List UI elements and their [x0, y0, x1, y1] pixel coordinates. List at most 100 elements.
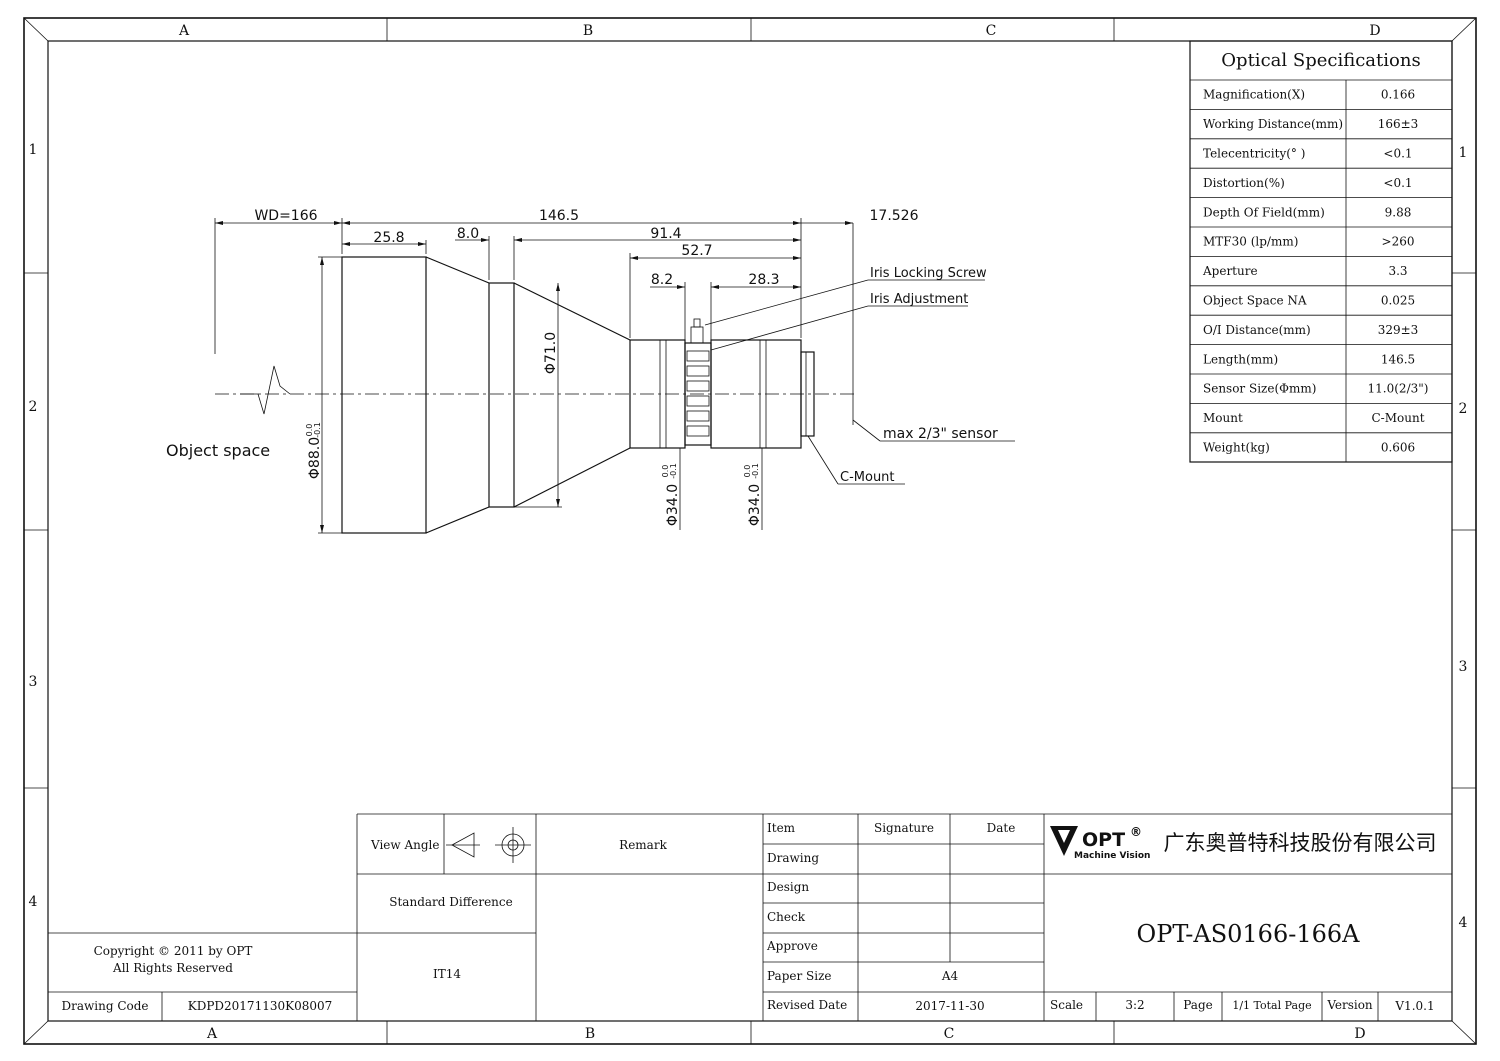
col-label-c-bottom: C — [944, 1026, 955, 1042]
lens-drawing: WD=166 146.5 17.526 25.8 8.0 91.4 52.7 8… — [166, 208, 1015, 534]
row-label-4-left: 4 — [29, 894, 38, 910]
row-label-3-left: 3 — [29, 674, 38, 690]
drawing-code-label: Drawing Code — [61, 999, 148, 1013]
logo-registered: ® — [1130, 825, 1142, 839]
spec-value: 11.0(2/3") — [1368, 382, 1429, 396]
sheet-frame — [23, 17, 1477, 1045]
row-label-3-right: 3 — [1459, 659, 1468, 675]
iris-screw — [690, 326, 704, 344]
tol-upper-88: 0.0 — [305, 424, 314, 437]
col-label-a-top: A — [178, 23, 190, 39]
dim-8-0: 8.0 — [457, 226, 479, 242]
version-value: V1.0.1 — [1394, 999, 1434, 1013]
callout-iris-locking-screw: Iris Locking Screw — [870, 266, 987, 281]
dim-8-2: 8.2 — [651, 272, 673, 288]
break-symbol — [240, 365, 291, 415]
dim-28-3: 28.3 — [748, 272, 779, 288]
dim-52-7: 52.7 — [681, 243, 712, 259]
revised-date: 2017-11-30 — [915, 999, 984, 1013]
revised-date-label: Revised Date — [767, 998, 847, 1012]
spec-value: 0.606 — [1381, 441, 1415, 455]
row-label-2-left: 2 — [29, 399, 38, 415]
row-label-4-right: 4 — [1459, 915, 1468, 931]
row-label-1-left: 1 — [29, 142, 38, 158]
spec-value: 329±3 — [1378, 323, 1419, 337]
col-label-d-top: D — [1369, 23, 1380, 39]
it-grade: IT14 — [433, 967, 461, 981]
company-name: 广东奥普特科技股份有限公司 — [1164, 831, 1437, 855]
paper-size: A4 — [941, 969, 959, 983]
scale-value: 3:2 — [1125, 998, 1144, 1012]
spec-label: Length(mm) — [1203, 352, 1278, 366]
drawing-code: KDPD20171130K08007 — [188, 999, 333, 1013]
spec-label: Mount — [1203, 411, 1243, 425]
col-label-b-top: B — [583, 23, 593, 39]
row-label-1-right: 1 — [1459, 145, 1468, 161]
spec-value: 0.025 — [1381, 294, 1415, 308]
signature-label: Signature — [874, 821, 934, 835]
dim-dia34-b: Φ34.0 — [747, 484, 763, 526]
dim-dia88: Φ88.0 — [307, 437, 323, 479]
item-label: Item — [767, 821, 796, 835]
spec-label: Depth Of Field(mm) — [1203, 205, 1325, 219]
spec-value: 146.5 — [1381, 352, 1415, 366]
col-label-d-bottom: D — [1354, 1026, 1365, 1042]
approve-label: Approve — [766, 939, 818, 953]
specs-title: Optical Specifications — [1221, 50, 1420, 71]
zone-labels: A B C D A B C D 1 2 3 4 1 2 3 4 — [29, 23, 1468, 1042]
dim-length: 146.5 — [539, 208, 579, 224]
tol-upper-34a: 0.0 — [661, 465, 670, 478]
spec-label: Telecentricity(° ) — [1203, 147, 1305, 161]
spec-label: Object Space NA — [1203, 294, 1307, 308]
dim-25-8: 25.8 — [373, 230, 404, 246]
leader-lines — [704, 279, 1015, 485]
spec-value: 166±3 — [1378, 117, 1419, 131]
spec-value: C-Mount — [1371, 411, 1424, 425]
row-label-2-right: 2 — [1459, 401, 1468, 417]
spec-label: Working Distance(mm) — [1203, 117, 1343, 131]
spec-value: 3.3 — [1388, 264, 1407, 278]
copyright-line-1: Copyright © 2011 by OPT — [94, 944, 253, 958]
spec-value: 9.88 — [1385, 205, 1412, 219]
copyright-line-2: All Rights Reserved — [112, 961, 233, 975]
spec-value: <0.1 — [1383, 147, 1412, 161]
col-label-a-bottom: A — [206, 1026, 218, 1042]
optical-specifications-table: Optical Specifications Magnification(X)0… — [1189, 40, 1453, 463]
title-block: View Angle Remark Standard Difference IT… — [48, 813, 1452, 1021]
c-mount-thread — [800, 351, 815, 437]
dim-dia71: Φ71.0 — [543, 332, 559, 374]
logo-subtitle: Machine Vision — [1074, 851, 1150, 861]
design-label: Design — [767, 880, 809, 894]
front-ring — [488, 282, 515, 508]
opt-logo: OPT ® Machine Vision — [1050, 825, 1150, 861]
spec-value: <0.1 — [1383, 176, 1412, 190]
spec-label: Aperture — [1202, 264, 1258, 278]
remark-label: Remark — [619, 838, 667, 852]
tol-lower-34b: -0.1 — [751, 463, 760, 479]
dimension-arrows — [215, 221, 853, 533]
callout-c-mount: C-Mount — [840, 470, 895, 485]
view-angle-label: View Angle — [370, 838, 440, 852]
label-object-space: Object space — [166, 441, 270, 460]
spec-label: MTF30 (lp/mm) — [1203, 235, 1298, 249]
check-label: Check — [767, 910, 806, 924]
part-number: OPT-AS0166-166A — [1137, 920, 1361, 948]
page-label: Page — [1183, 998, 1212, 1012]
spec-label: Weight(kg) — [1203, 441, 1270, 455]
date-label: Date — [987, 821, 1016, 835]
callout-max-sensor: max 2/3" sensor — [883, 426, 998, 442]
scale-label: Scale — [1050, 998, 1083, 1012]
col-label-c-top: C — [986, 23, 997, 39]
projection-symbol-icon — [446, 827, 531, 863]
tol-upper-34b: 0.0 — [743, 465, 752, 478]
drawing-label: Drawing — [767, 851, 819, 865]
dim-91-4: 91.4 — [650, 226, 681, 242]
dim-dia34-a: Φ34.0 — [665, 484, 681, 526]
tol-lower-34a: -0.1 — [669, 463, 678, 479]
front-barrel — [341, 256, 427, 534]
spec-label: Distortion(%) — [1203, 176, 1285, 190]
spec-value: 0.166 — [1381, 88, 1415, 102]
version-label: Version — [1326, 998, 1373, 1012]
spec-label: Sensor Size(Φmm) — [1203, 382, 1316, 396]
